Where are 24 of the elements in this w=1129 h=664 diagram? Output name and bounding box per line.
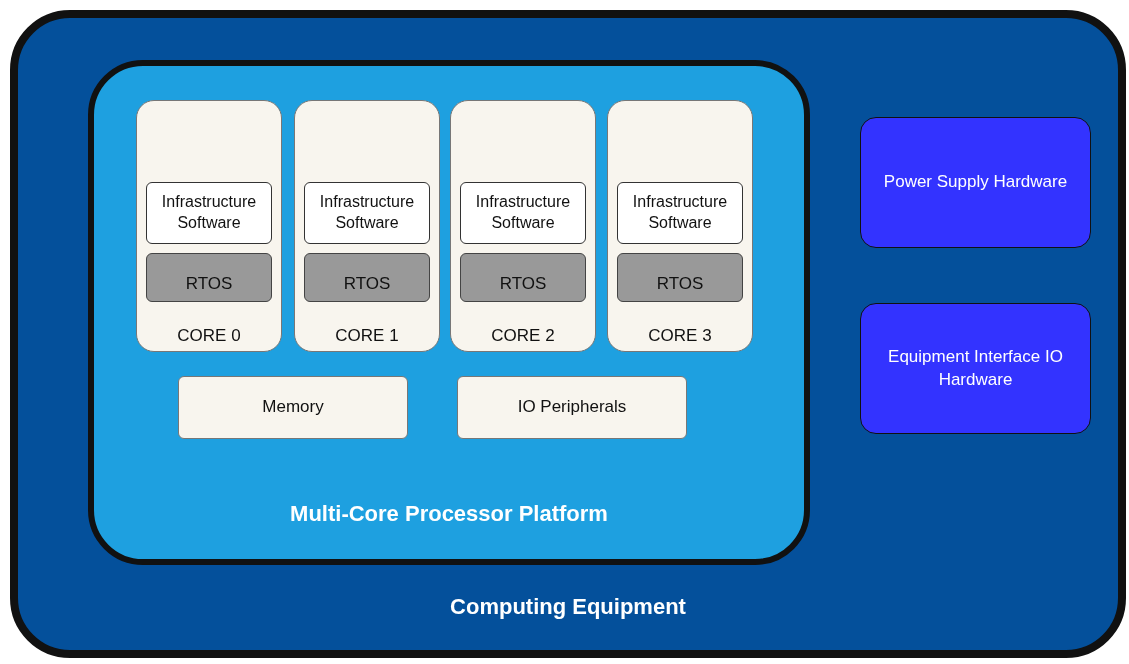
hardware-block: Power Supply Hardware [860,117,1091,248]
peripherals-block: IO Peripherals [457,376,687,439]
core-card [450,100,596,352]
hardware-block: Equipment Interface IO Hardware [860,303,1091,434]
core-label: CORE 3 [647,326,713,346]
software-block: Infrastructure Software [146,182,272,244]
software-block: Infrastructure Software [460,182,586,244]
panel-title: Multi-Core Processor Platform [289,501,609,527]
rtos-block: RTOS [146,253,272,302]
core-card [607,100,753,352]
container-title: Computing Equipment [449,594,687,620]
rtos-block: RTOS [617,253,743,302]
core-label: CORE 2 [490,326,556,346]
software-block: Infrastructure Software [304,182,430,244]
rtos-block: RTOS [304,253,430,302]
platform-panel [88,60,810,565]
core-card [136,100,282,352]
memory-block: Memory [178,376,408,439]
core-label: CORE 0 [176,326,242,346]
software-block: Infrastructure Software [617,182,743,244]
core-label: CORE 1 [334,326,400,346]
core-card [294,100,440,352]
rtos-block: RTOS [460,253,586,302]
equipment-container [10,10,1126,658]
